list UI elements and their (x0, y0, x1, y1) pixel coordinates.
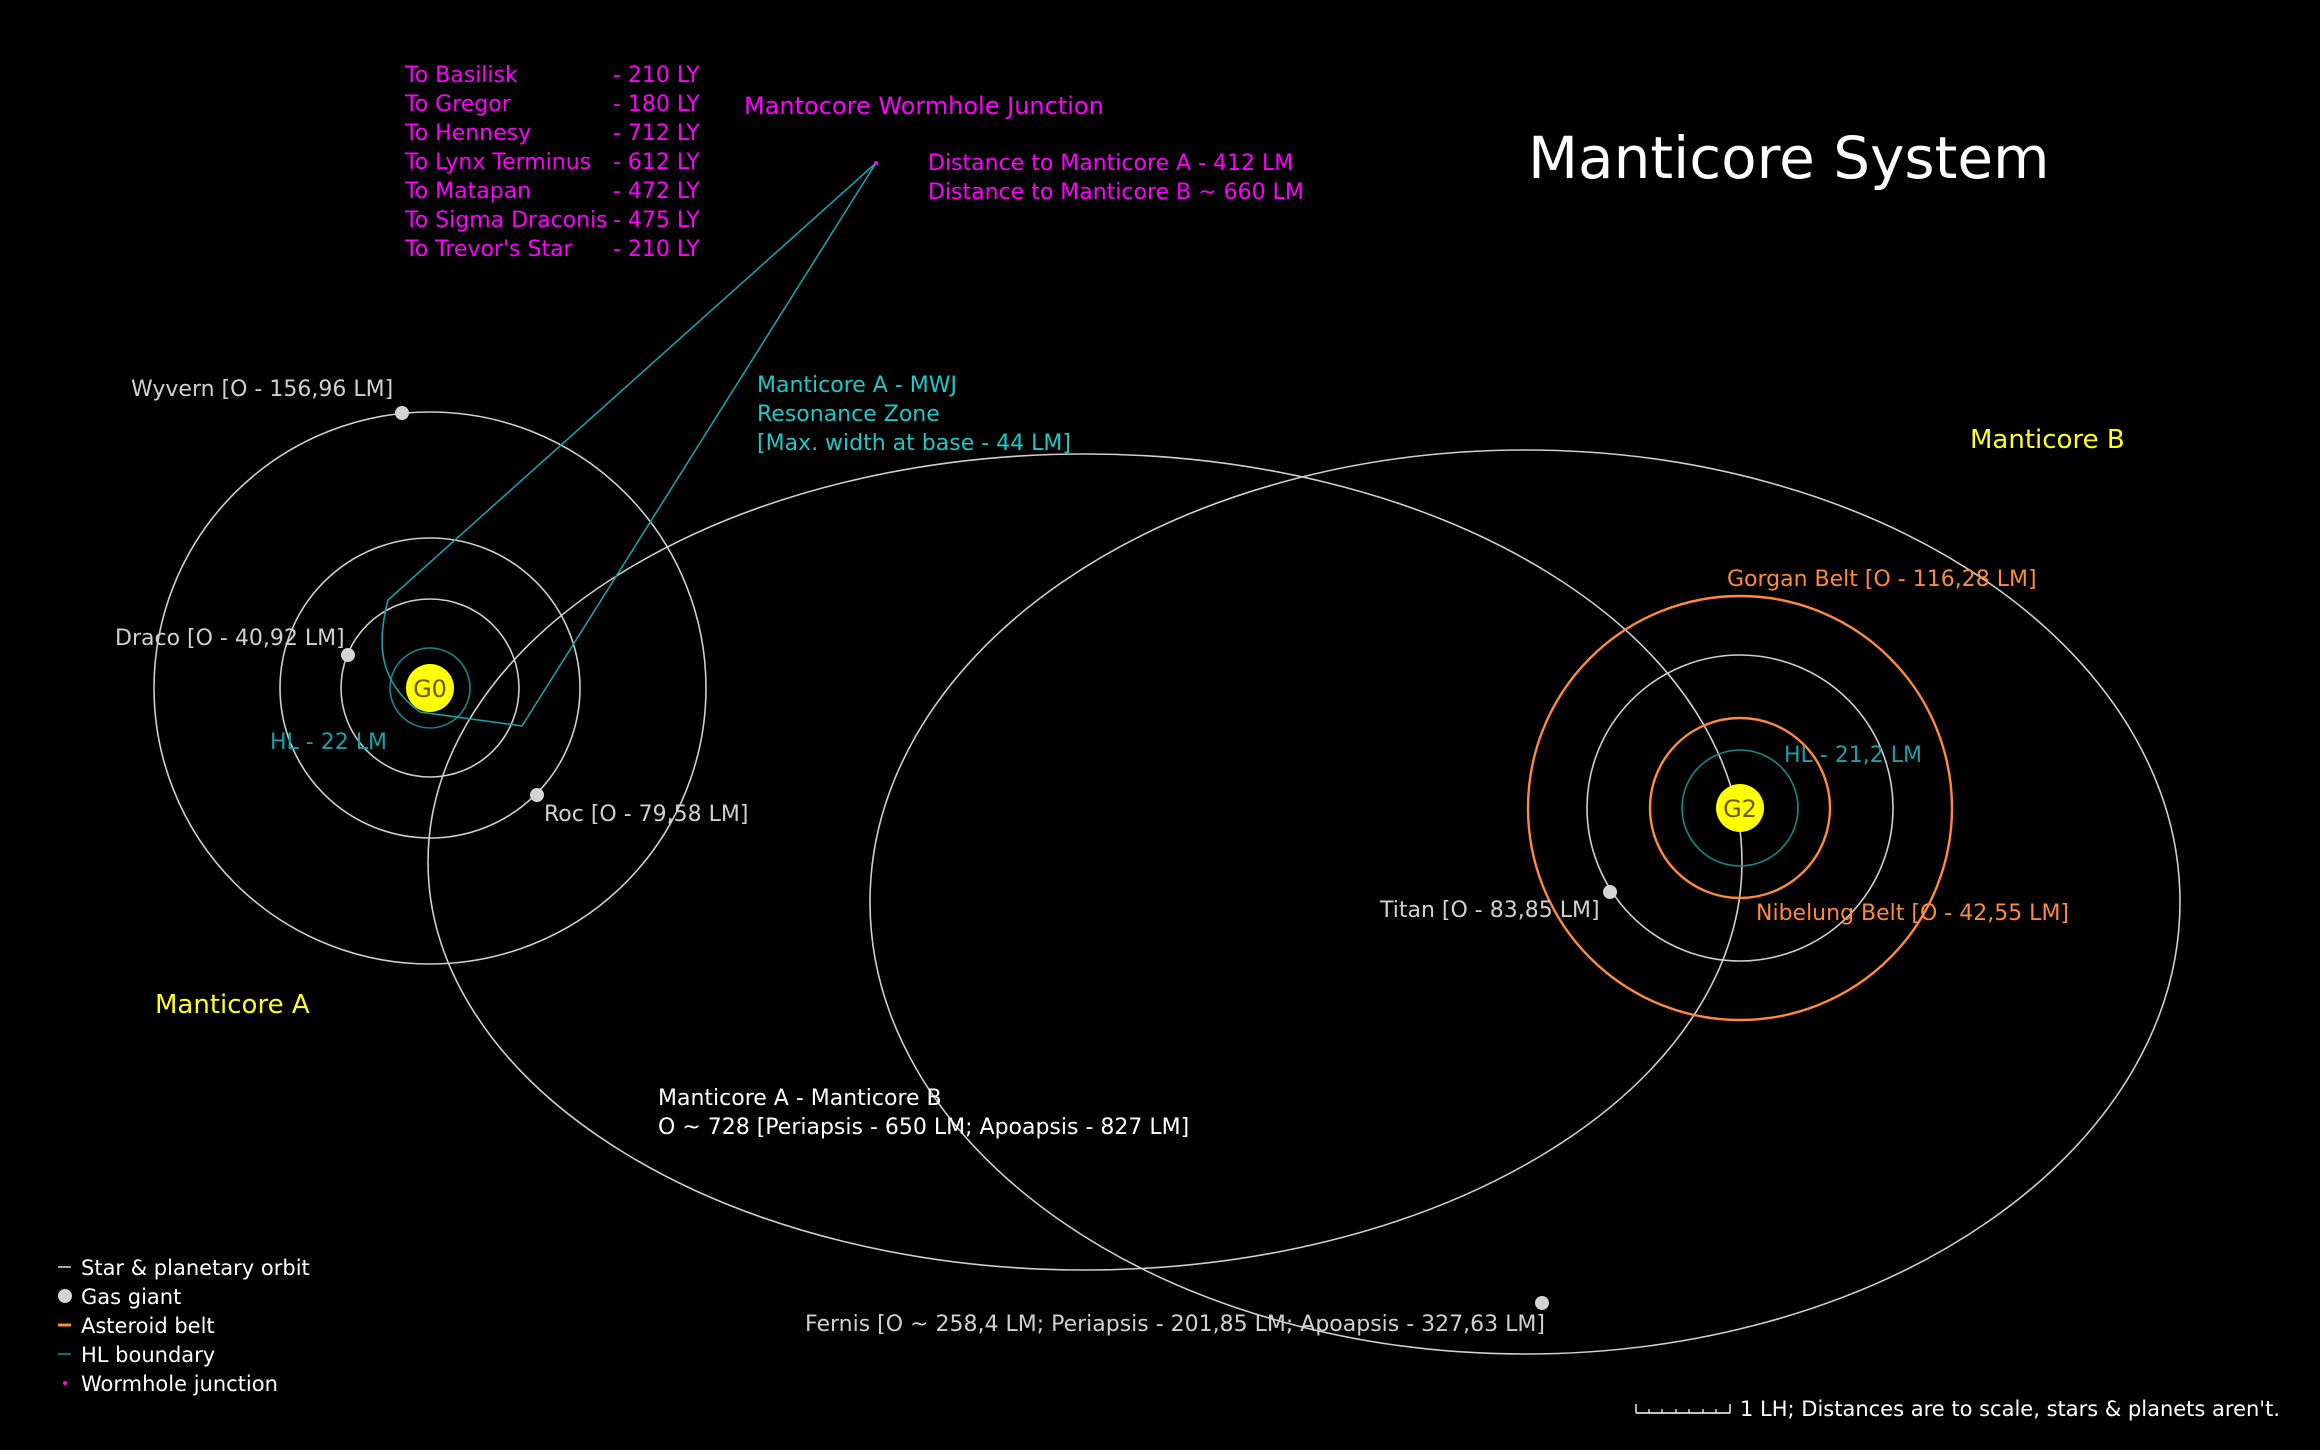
binary-orbit-label-1: Manticore A - Manticore B (658, 1086, 942, 1111)
fernis-orbit (869, 449, 2181, 1355)
resonance-zone-label-3: [Max. width at base - 44 LM] (757, 431, 1071, 456)
route-distance: - 180 LY (613, 92, 700, 117)
route-distance: - 475 LY (613, 208, 700, 233)
roc-label: Roc [O - 79,58 LM] (544, 802, 748, 827)
scale-bar (1635, 1404, 1731, 1414)
manticore-b-star (1716, 784, 1764, 832)
legend-belt-label: Asteroid belt (81, 1314, 215, 1338)
binary-orbit (427, 453, 1743, 1271)
route-distance: - 612 LY (613, 150, 700, 175)
route-name: To Hennesy (404, 121, 531, 146)
wyvern-gas-giant (395, 406, 409, 420)
titan-gas-giant (1603, 885, 1617, 899)
wyvern-label: Wyvern [O - 156,96 LM] (131, 377, 393, 402)
gorgan-belt-label: Gorgan Belt [O - 116,28 LM] (1727, 567, 2037, 592)
resonance-zone-label-2: Resonance Zone (757, 402, 940, 427)
legend-wormhole-swatch (63, 1381, 67, 1385)
wormhole-routes: To Basilisk - 210 LY To Gregor - 180 LY … (404, 63, 700, 262)
resonance-zone (381, 162, 877, 727)
draco-gas-giant (341, 648, 355, 662)
legend-hl-label: HL boundary (81, 1343, 215, 1367)
route-name: To Matapan (404, 179, 531, 204)
manticore-a-star (406, 664, 454, 712)
legend-orbit-label: Star & planetary orbit (81, 1256, 310, 1280)
route-name: To Basilisk (404, 63, 518, 88)
roc-orbit (279, 537, 581, 839)
titan-label: Titan [O - 83,85 LM] (1379, 898, 1600, 923)
route-distance: - 472 LY (613, 179, 700, 204)
gorgan-belt (1526, 594, 1954, 1022)
wyvern-orbit (153, 411, 707, 965)
route-distance: - 712 LY (613, 121, 700, 146)
draco-orbit (340, 598, 520, 778)
manticore-b-star-class: G2 (1723, 795, 1757, 823)
resonance-zone-label-1: Manticore A - MWJ (757, 373, 957, 398)
scale-note: 1 LH; Distances are to scale, stars & pl… (1740, 1397, 2280, 1421)
legend-gas-giant-swatch (58, 1289, 72, 1303)
nibelung-belt-label: Nibelung Belt [O - 42,55 LM] (1756, 901, 2069, 926)
route-distance: - 210 LY (613, 237, 700, 262)
legend: Star & planetary orbit Gas giant Asteroi… (58, 1256, 310, 1396)
binary-orbit-label-2: O ~ 728 [Periapsis - 650 LM; Apoapsis - … (658, 1115, 1189, 1140)
fernis-gas-giant (1535, 1296, 1549, 1310)
manticore-a-hl-label: HL - 22 LM (270, 730, 387, 755)
route-name: To Trevor's Star (404, 237, 574, 262)
wormhole-distance-b: Distance to Manticore B ~ 660 LM (928, 180, 1304, 205)
legend-gas-giant-label: Gas giant (81, 1285, 181, 1309)
wormhole-distance-a: Distance to Manticore A - 412 LM (928, 151, 1293, 176)
manticore-b-label: Manticore B (1970, 425, 2125, 455)
legend-wormhole-label: Wormhole junction (81, 1372, 278, 1396)
manticore-b-hl-boundary (1681, 749, 1799, 867)
wormhole-junction-marker (874, 161, 878, 165)
draco-label: Draco [O - 40,92 LM] (115, 626, 345, 651)
titan-orbit (1586, 654, 1894, 962)
route-name: To Sigma Draconis (404, 208, 608, 233)
roc-gas-giant (530, 788, 544, 802)
wormhole-junction-title: Mantocore Wormhole Junction (744, 92, 1104, 120)
route-name: To Gregor (404, 92, 512, 117)
route-name: To Lynx Terminus (404, 150, 591, 175)
manticore-a-hl-boundary (389, 647, 471, 729)
page-title: Manticore System (1528, 124, 2050, 192)
route-distance: - 210 LY (613, 63, 700, 88)
nibelung-belt (1648, 716, 1832, 900)
manticore-a-label: Manticore A (155, 990, 310, 1020)
fernis-label: Fernis [O ~ 258,4 LM; Periapsis - 201,85… (805, 1312, 1545, 1337)
manticore-a-star-class: G0 (413, 675, 447, 703)
manticore-b-hl-label: HL - 21,2 LM (1784, 743, 1922, 768)
